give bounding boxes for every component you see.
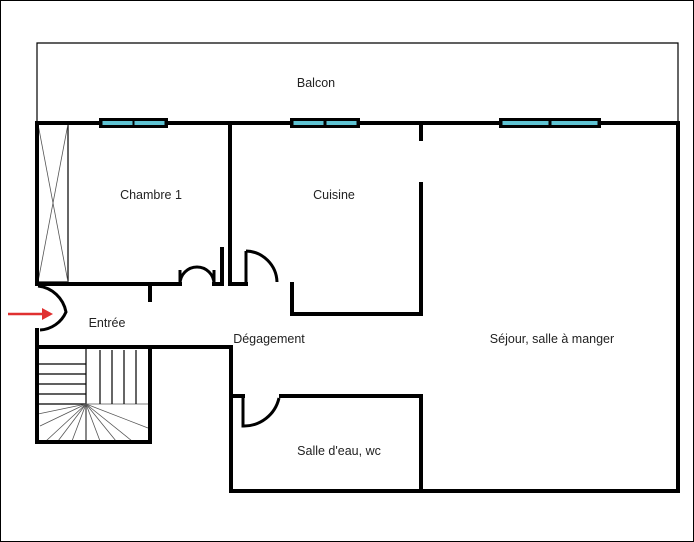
room-label-entree: Entrée [89, 316, 126, 330]
window-sejour [499, 118, 601, 128]
balcony [36, 42, 679, 123]
room-label-degagement: Dégagement [233, 332, 305, 346]
room-label-sejour: Séjour, salle à manger [490, 332, 614, 346]
room-label-salle-eau: Salle d'eau, wc [297, 444, 381, 458]
door-salle-eau [241, 396, 281, 428]
window-cuisine [290, 118, 360, 128]
door-chambre [178, 265, 216, 285]
window-chambre [99, 118, 168, 128]
wardrobe-icon [37, 123, 69, 283]
door-cuisine [244, 249, 279, 284]
staircase-icon [37, 347, 149, 442]
room-label-chambre: Chambre 1 [120, 188, 182, 202]
room-label-cuisine: Cuisine [313, 188, 355, 202]
room-label-balcon: Balcon [297, 76, 335, 90]
walls [35, 121, 680, 493]
door-entree [37, 284, 68, 332]
entry-arrow-icon [8, 308, 53, 320]
